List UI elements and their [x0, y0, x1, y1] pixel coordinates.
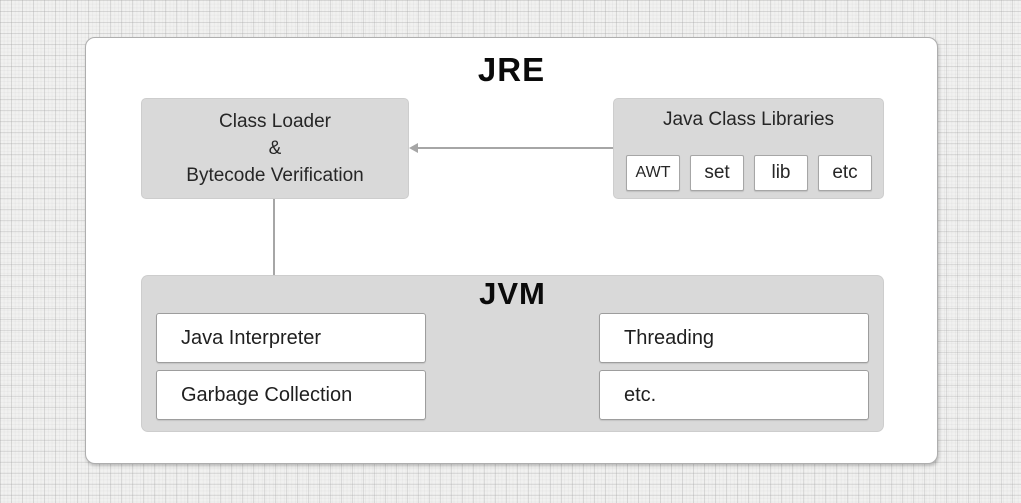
- class-loader-box: Class Loader & Bytecode Verification: [141, 98, 409, 199]
- jre-title: JRE: [477, 51, 546, 88]
- jvm-component-threading: Threading: [599, 313, 869, 363]
- arrow-line: [416, 147, 613, 149]
- library-chip-row: AWT set lib etc: [626, 155, 872, 191]
- library-chip-set: set: [690, 155, 744, 191]
- arrow-libraries-to-classloader: [409, 142, 613, 154]
- library-chip-lib: lib: [754, 155, 808, 191]
- jre-panel: JRE Class Loader & Bytecode Verification…: [85, 37, 938, 464]
- library-chip-etc: etc: [818, 155, 872, 191]
- arrowhead-left-icon: [409, 143, 418, 153]
- jvm-component-java-interpreter: Java Interpreter: [156, 313, 426, 363]
- java-class-libraries-title: Java Class Libraries: [662, 109, 835, 130]
- jvm-box: JVM Java Interpreter Garbage Collection …: [141, 275, 884, 432]
- class-loader-line-1: Class Loader: [219, 111, 331, 132]
- java-class-libraries-box: Java Class Libraries AWT set lib etc: [613, 98, 884, 199]
- jvm-component-etc: etc.: [599, 370, 869, 420]
- jvm-title: JVM: [479, 276, 546, 311]
- library-chip-awt: AWT: [626, 155, 680, 191]
- class-loader-line-2: &: [268, 138, 282, 159]
- jvm-component-garbage-collection: Garbage Collection: [156, 370, 426, 420]
- arrow-line: [273, 199, 275, 306]
- class-loader-line-3: Bytecode Verification: [186, 165, 364, 186]
